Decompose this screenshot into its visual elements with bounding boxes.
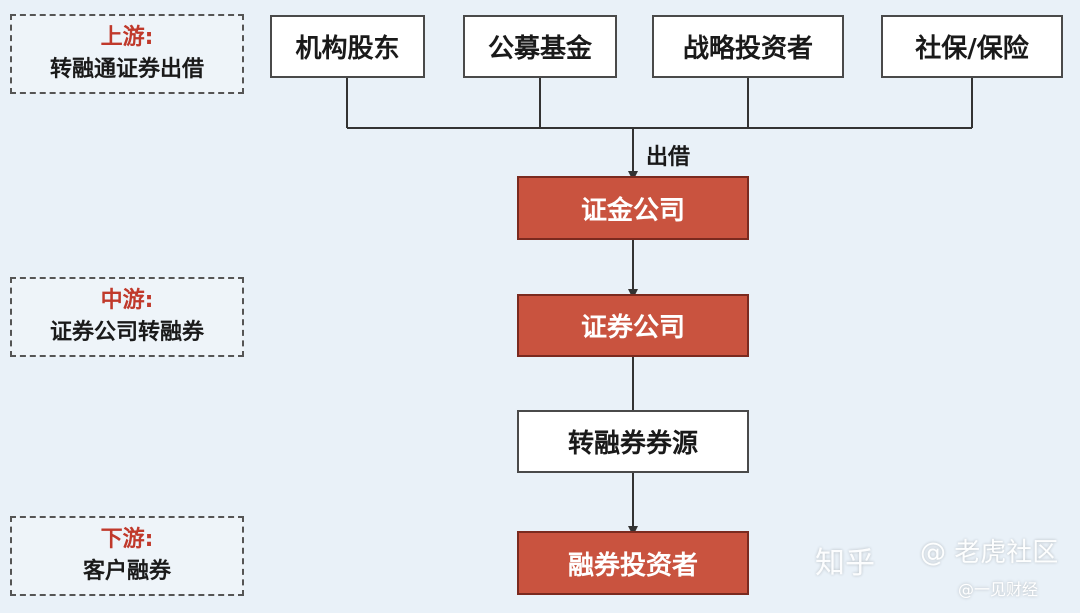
lender-box-institutional-shareholders: 机构股东 <box>270 15 425 78</box>
lender-box-public-funds: 公募基金 <box>463 15 617 78</box>
node-securities-company: 证券公司 <box>517 294 749 357</box>
node-csf: 证金公司 <box>517 176 749 240</box>
lender-box-strategic-investors: 战略投资者 <box>652 15 844 78</box>
node-short-sale-investor: 融券投资者 <box>517 531 749 595</box>
stage-title: 中游: <box>100 288 154 313</box>
stage-desc: 转融通证券出借 <box>49 57 204 82</box>
stage-title: 下游: <box>100 527 154 552</box>
stage-upstream: 上游: 转融通证券出借 <box>10 14 244 94</box>
stage-downstream: 下游: 客户融券 <box>10 516 244 596</box>
stage-desc: 客户融券 <box>82 559 171 584</box>
watermark-tiger-community: @ 老虎社区 <box>920 538 1059 568</box>
node-refinancing-source: 转融券券源 <box>517 410 749 473</box>
stage-midstream: 中游: 证券公司转融券 <box>10 277 244 357</box>
stage-desc: 证券公司转融券 <box>49 320 204 345</box>
stage-title: 上游: <box>100 25 154 50</box>
watermark-handle: @一见财经 <box>958 580 1039 599</box>
edge-label-lend: 出借 <box>646 145 691 170</box>
watermark-zhihu: 知乎 <box>815 546 875 581</box>
lender-box-social-security-insurance: 社保/保险 <box>881 15 1063 78</box>
